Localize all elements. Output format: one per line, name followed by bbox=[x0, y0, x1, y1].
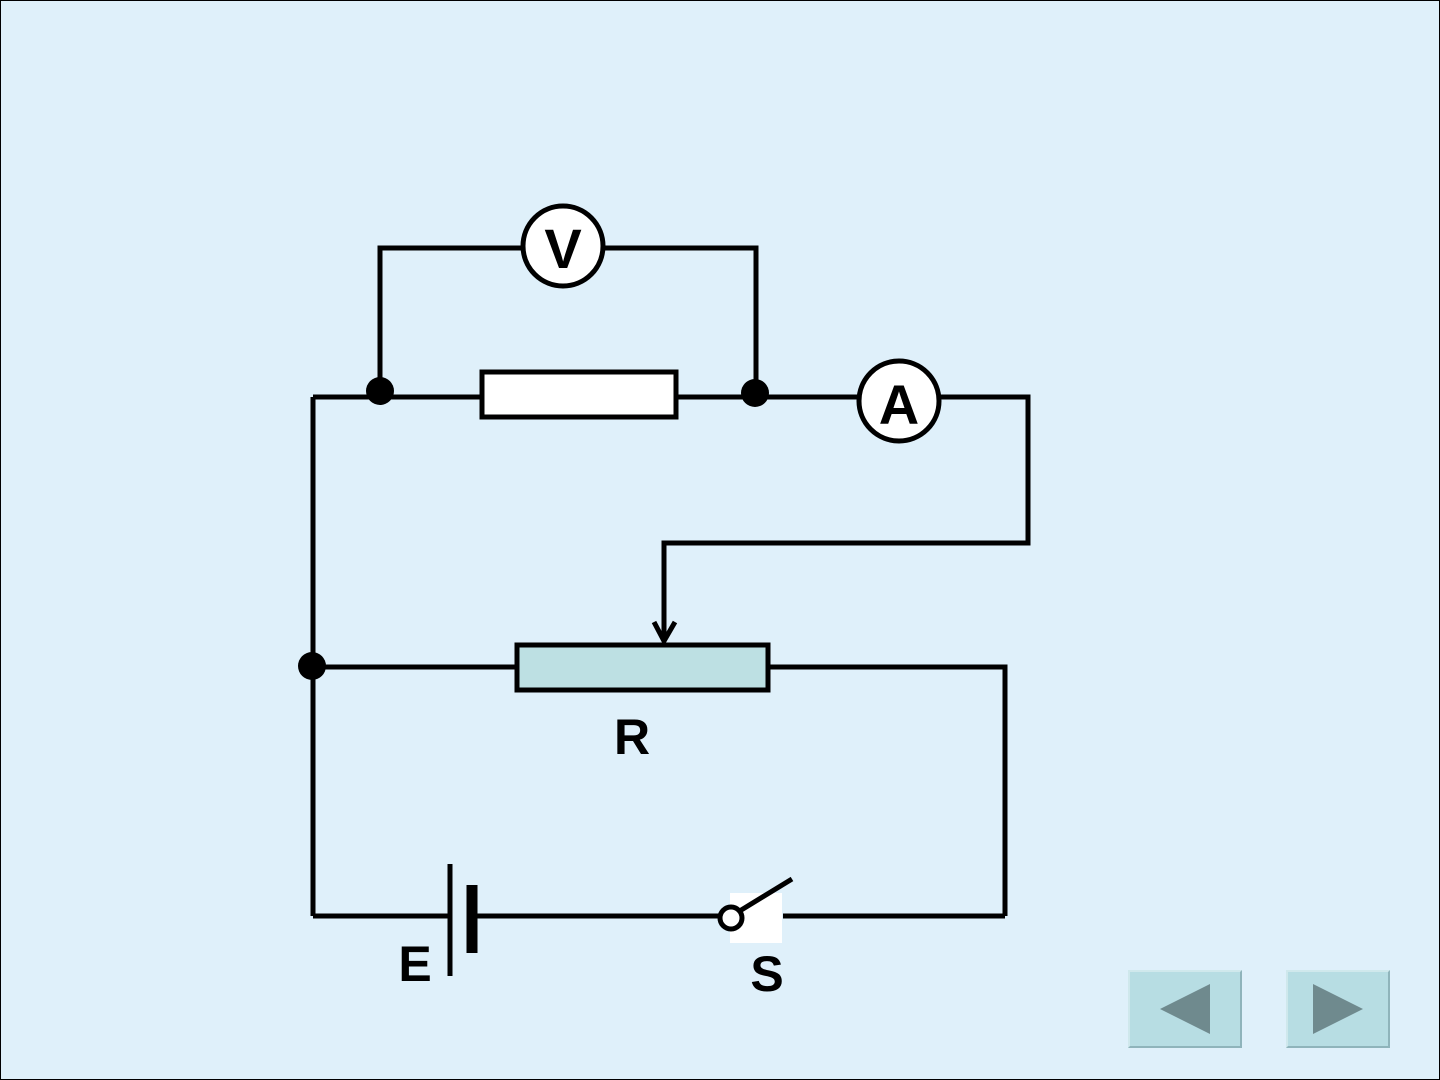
switch-label: S bbox=[750, 946, 783, 1002]
resistor bbox=[479, 369, 679, 420]
ammeter-label: A bbox=[879, 373, 919, 436]
junction-dot bbox=[741, 379, 769, 407]
junction-dot bbox=[298, 652, 326, 680]
rheostat bbox=[514, 642, 771, 693]
voltmeter bbox=[520, 203, 606, 289]
rheostat-label: R bbox=[614, 709, 650, 765]
junction-dot bbox=[366, 377, 394, 405]
triangle-left-icon bbox=[1160, 984, 1210, 1034]
triangle-right-icon bbox=[1313, 984, 1363, 1034]
previous-slide-button[interactable] bbox=[1128, 970, 1242, 1048]
slider-arrow bbox=[651, 620, 678, 647]
wire-rheostat bbox=[313, 664, 1008, 916]
battery bbox=[447, 864, 478, 976]
next-slide-button[interactable] bbox=[1286, 970, 1390, 1048]
ammeter bbox=[856, 358, 942, 444]
voltmeter-label: V bbox=[544, 217, 581, 280]
wire-voltmeter bbox=[377, 245, 759, 393]
battery-label: E bbox=[398, 936, 431, 992]
switch bbox=[717, 876, 794, 943]
